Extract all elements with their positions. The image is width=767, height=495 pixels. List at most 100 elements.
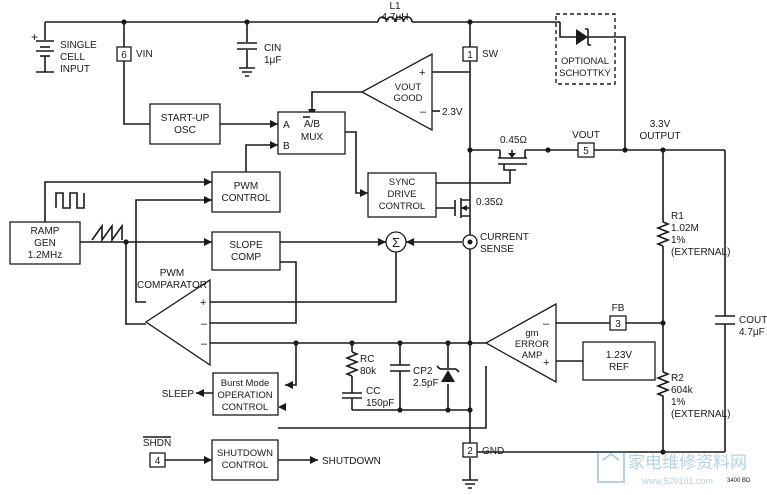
pwm-comparator-minus1: – (201, 318, 208, 330)
burst-mode-line3: CONTROL (222, 402, 268, 413)
startup-osc-line2: OSC (174, 125, 196, 136)
ramp-gen-line1: RAMP (31, 226, 60, 237)
sync-drive-line3: CONTROL (379, 201, 425, 212)
r1-resistor (655, 221, 671, 247)
l1-inductor (377, 16, 413, 23)
ref-line2: REF (609, 362, 629, 373)
gnd-pin-label: GND (482, 446, 504, 457)
r1-tolerance: 1% (671, 235, 686, 246)
junction-dots (121, 19, 666, 455)
zener-diode-icon (436, 365, 460, 382)
watermark-logo-icon (597, 451, 625, 483)
pwm-control-line1: PWM (234, 181, 258, 192)
battery-symbol (36, 40, 54, 73)
slope-comp-line1: SLOPE (229, 240, 263, 251)
ground-symbol-icon (462, 479, 478, 489)
summing-node-symbol: Σ (392, 235, 400, 250)
nmos-transistor-icon (454, 198, 470, 218)
r2-name: R2 (671, 373, 684, 384)
schottky-diode-icon (576, 28, 591, 46)
r2-tolerance: 1% (671, 397, 686, 408)
cc-capacitor (342, 392, 362, 399)
startup-osc-line1: START-UP (161, 113, 210, 124)
wires (44, 21, 726, 480)
square-wave-icon (55, 192, 85, 209)
l1-value: 4.7μH (382, 12, 409, 23)
current-sense-icon (462, 234, 478, 250)
output-voltage: 3.3V (650, 119, 671, 130)
shutdown-output-label: SHUTDOWN (322, 456, 381, 467)
cc-name: CC (366, 386, 380, 397)
pwm-control-block (211, 171, 281, 213)
vout-pin-box (577, 142, 595, 158)
rc-resistor (344, 351, 360, 377)
burst-mode-line2: OPERATION (217, 390, 272, 401)
current-sense-line1: CURRENT (480, 232, 529, 243)
shdn-pin-label: SHDN (143, 438, 171, 449)
r1-name: R1 (671, 211, 684, 222)
sync-drive-block (367, 172, 437, 218)
ramp-gen-line2: GEN (34, 238, 56, 249)
vin-pin-number: 6 (121, 50, 127, 61)
sync-drive-line1: SYNC (389, 177, 416, 188)
pwm-comparator (144, 278, 211, 367)
vout-good-comparator (360, 52, 433, 132)
gnd-pin-number: 2 (467, 446, 473, 457)
fb-pin-box (609, 315, 627, 331)
error-amp-minus: – (543, 318, 550, 330)
figure-id: 3400 BD (727, 478, 751, 484)
shdn-pin-number: 4 (155, 456, 161, 467)
sync-drive-line2: DRIVE (387, 189, 416, 200)
rc-name: RC (360, 354, 374, 365)
output-label: OUTPUT (639, 131, 680, 142)
cout-name: COUT (739, 315, 767, 326)
mux-sub: MUX (301, 132, 324, 143)
slope-comp-block (211, 231, 281, 271)
fb-pin-label: FB (612, 303, 625, 314)
nmos-resistance: 0.35Ω (476, 197, 503, 208)
watermark-url: www.520101.com (641, 476, 713, 486)
watermark-text: 家电维修资料网 (628, 453, 747, 472)
error-amp-plus: + (543, 357, 549, 369)
cp2-name: CP2 (413, 366, 433, 377)
pwm-comparator-line1: PWM (160, 268, 184, 279)
vin-pin-label: VIN (136, 49, 153, 60)
cp2-value: 2.5pF (413, 378, 439, 389)
fb-pin-number: 3 (615, 319, 621, 330)
cout-value: 4.7μF (739, 327, 765, 338)
sawtooth-wave-icon (91, 223, 123, 243)
summing-node (385, 231, 407, 253)
arrowheads (196, 109, 414, 464)
sleep-signal-label: SLEEP (162, 389, 195, 400)
sw-pin-label: SW (482, 49, 499, 60)
mux-input-b: B (283, 141, 290, 152)
pwm-control-line2: CONTROL (222, 193, 271, 204)
pwm-comparator-minus2: – (201, 338, 208, 350)
vout-good-minus: – (420, 106, 427, 118)
shutdown-control-line1: SHUTDOWN (217, 448, 273, 459)
error-amp-line3: AMP (522, 350, 543, 361)
shutdown-control-block (211, 439, 279, 481)
mux-block (277, 111, 346, 155)
sw-pin-number: 1 (467, 50, 473, 61)
mux-title: A/B (304, 119, 320, 130)
ramp-gen-block (9, 221, 81, 265)
error-amp-line1: gm (525, 328, 538, 339)
r2-note: (EXTERNAL) (671, 409, 730, 420)
vout-good-plus: + (419, 67, 425, 79)
l1-name: L1 (389, 1, 401, 12)
vout-pin-label: VOUT (572, 130, 600, 141)
gnd-pin-box (462, 442, 478, 458)
cin-value: 1μF (264, 55, 281, 66)
pmos-transistor-icon (498, 150, 527, 171)
cin-capacitor (237, 42, 257, 77)
input-label-line3: INPUT (60, 64, 90, 75)
sw-pin-box (462, 46, 478, 62)
cc-value: 150pF (366, 398, 394, 409)
pmos-resistance: 0.45Ω (500, 135, 527, 146)
burst-mode-block (212, 372, 279, 416)
vin-pin-box (116, 46, 132, 62)
vout-good-ref: 2.3V (442, 107, 463, 118)
input-label-line1: SINGLE (60, 40, 97, 51)
